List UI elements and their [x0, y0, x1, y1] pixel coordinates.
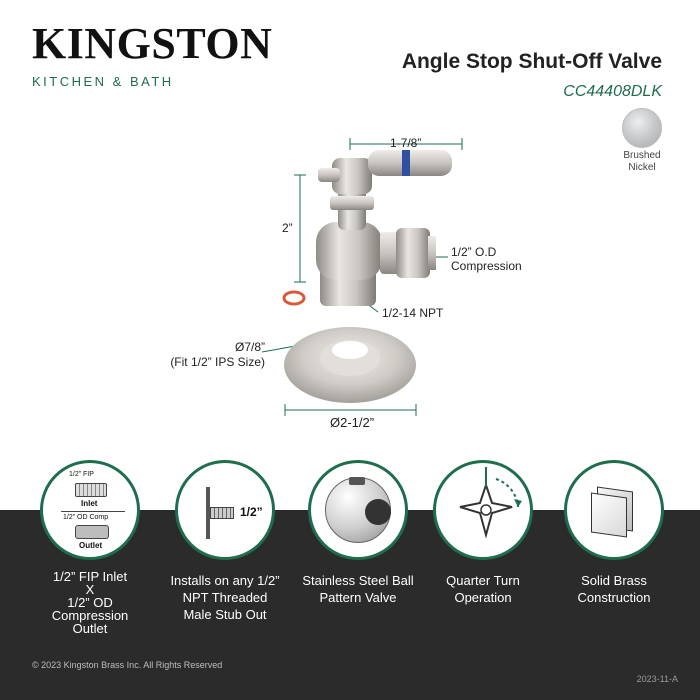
stub-out-size: 1/2” [240, 505, 263, 519]
steel-ball-icon [308, 460, 408, 560]
feature-label-3: Stainless Steel Ball Pattern Valve [293, 572, 423, 606]
feature-3-line2: Pattern Valve [319, 590, 397, 605]
feature-label-4: Quarter Turn Operation [428, 572, 538, 606]
brand-name: KINGSTON [32, 19, 273, 68]
dim-outlet: 1/2” O.D Compression [451, 245, 522, 273]
fip-icon-top: 1/2” FIP [69, 471, 94, 478]
finish-label-line2: Nickel [628, 162, 656, 173]
hex-nut-icon [75, 483, 107, 497]
feature-1-line5: Outlet [72, 621, 108, 636]
icon-divider [61, 511, 125, 512]
feature-fip-inlet: 1/2” FIP Inlet 1/2” OD Comp Outlet 1/2” … [35, 460, 145, 635]
feature-steel-ball: Stainless Steel Ball Pattern Valve [293, 460, 423, 606]
feature-5-line1: Solid Brass [581, 573, 647, 588]
escutcheon-flange [284, 327, 416, 403]
brand-tagline: KITCHEN & BATH [32, 74, 174, 89]
dim-width: 1-7/8” [390, 136, 422, 150]
feature-1-line1: 1/2” FIP Inlet [52, 569, 128, 584]
dim-outlet-line2: Compression [451, 259, 522, 273]
feature-1-line4: Compression [51, 608, 129, 623]
document-code: 2023-11-A [636, 674, 678, 684]
product-title: Angle Stop Shut-Off Valve [401, 50, 662, 73]
feature-2-line3: Male Stub Out [183, 607, 267, 622]
feature-solid-brass: Solid Brass Construction [559, 460, 669, 606]
feature-4-line1: Quarter Turn [446, 573, 520, 588]
fip-icon-inlet: Inlet [81, 499, 98, 508]
brand-logo: KINGSTON KITCHEN & BATH [32, 19, 273, 90]
dim-flange-hole-line1: Ø7/8” [234, 340, 265, 354]
dim-flange-hole-line2: (Fit 1/2” IPS Size) [170, 355, 265, 369]
ball-bore-icon [365, 499, 391, 525]
fip-inlet-od-outlet-icon: 1/2” FIP Inlet 1/2” OD Comp Outlet [40, 460, 140, 560]
feature-3-line1: Stainless Steel Ball [302, 573, 414, 588]
dim-height: 2” [282, 221, 293, 235]
stub-out-icon: 1/2” [175, 460, 275, 560]
fip-icon-outlet: Outlet [79, 541, 103, 550]
ball-slot-icon [349, 477, 365, 485]
feature-label-5: Solid Brass Construction [559, 572, 669, 606]
feature-label-2: Installs on any 1/2” NPT Threaded Male S… [160, 572, 290, 623]
dim-flange-diameter: Ø2-1/2” [330, 415, 375, 430]
quarter-turn-icon [433, 460, 533, 560]
compression-nut-icon [75, 525, 109, 539]
feature-1-line2: X [85, 582, 95, 597]
fip-icon-middle: 1/2” OD Comp [63, 514, 109, 521]
finish-label-line1: Brushed [623, 150, 661, 161]
feature-label-1: 1/2” FIP Inlet X 1/2” OD Compression Out… [35, 570, 145, 635]
finish-label: Brushed Nickel [610, 150, 674, 174]
feature-1-line3: 1/2” OD [67, 595, 113, 610]
copyright-text: © 2023 Kingston Brass Inc. All Rights Re… [32, 660, 223, 670]
solid-brass-icon [564, 460, 664, 560]
feature-stub-out: 1/2” Installs on any 1/2” NPT Threaded M… [160, 460, 290, 623]
feature-2-line2: NPT Threaded [182, 590, 268, 605]
threaded-stub-icon [210, 507, 234, 519]
finish-swatch [622, 108, 662, 148]
feature-2-line1: Installs on any 1/2” [170, 573, 280, 588]
wall-plate-icon [206, 487, 210, 539]
dim-inlet: 1/2-14 NPT [382, 306, 444, 320]
dim-outlet-line1: 1/2” O.D [451, 245, 497, 259]
o-ring [282, 290, 306, 306]
feature-5-line2: Construction [577, 590, 651, 605]
brass-block-front-icon [591, 492, 627, 538]
quarter-turn-graphic [459, 467, 522, 539]
valve-body [316, 150, 452, 306]
feature-4-line2: Operation [454, 590, 512, 605]
valve-diagram [261, 138, 463, 416]
dim-flange-hole: Ø7/8” (Fit 1/2” IPS Size) [160, 340, 265, 370]
product-model: CC44408DLK [563, 83, 662, 100]
feature-quarter-turn: Quarter Turn Operation [428, 460, 538, 606]
